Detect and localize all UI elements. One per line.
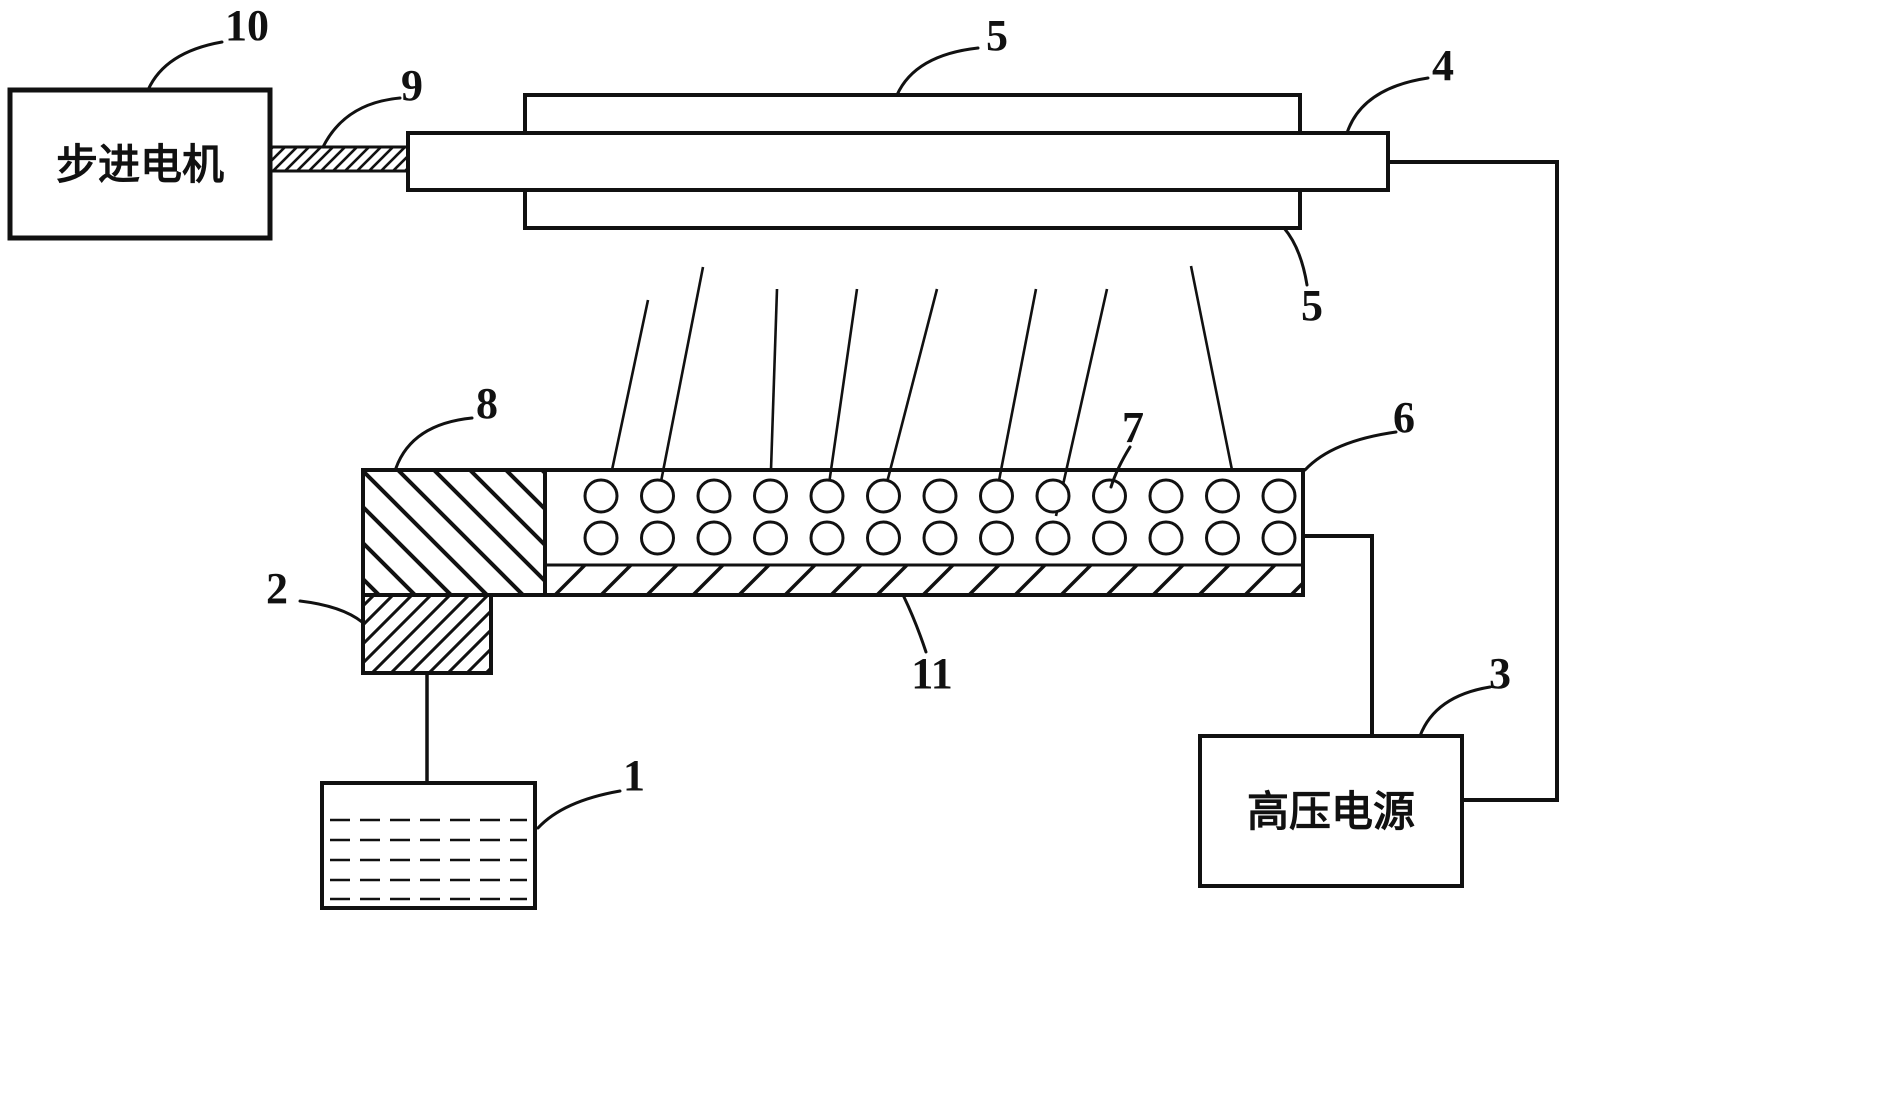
nozzle-hole <box>866 478 901 514</box>
leader-5-top <box>895 46 980 97</box>
ref-label-9: 9 <box>401 61 423 110</box>
ref-label-11: 11 <box>911 649 953 698</box>
electrode-strip <box>543 563 1305 597</box>
leader-7 <box>1109 445 1132 489</box>
nozzle-hole <box>979 478 1014 514</box>
stepper-motor-box <box>7 87 273 241</box>
nozzle-hole <box>1148 478 1184 514</box>
ref-label-1: 1 <box>623 751 645 800</box>
nozzle-hole <box>809 520 845 556</box>
motor-shaft <box>268 145 412 173</box>
hv-power-label: 高压电源 <box>1247 787 1415 836</box>
leader-5-side <box>1282 226 1309 287</box>
nozzle-hole <box>1035 478 1071 514</box>
stepper-motor-label: 步进电机 <box>56 140 224 189</box>
nozzle-hole <box>753 478 788 514</box>
nozzle-hole <box>583 478 619 514</box>
nozzle-hole <box>1205 520 1240 556</box>
ref-label-5-top: 5 <box>986 11 1008 60</box>
nozzle-hole <box>1092 520 1127 556</box>
nozzle-hole <box>753 520 788 556</box>
nozzle-hole <box>866 520 901 556</box>
nozzle-hole <box>1148 520 1184 556</box>
fiber-jet <box>995 288 1038 492</box>
roller-core <box>406 131 1390 192</box>
fiber-jet <box>610 299 650 471</box>
leader-lines <box>146 40 1492 830</box>
solution-liquid-lines <box>330 818 527 901</box>
nozzle-hole <box>922 520 958 556</box>
fiber-jet <box>882 288 939 495</box>
nozzle-hole <box>1205 478 1240 514</box>
nozzle-hole <box>922 478 958 514</box>
insulator-block <box>361 468 547 597</box>
ref-label-3: 3 <box>1489 649 1511 698</box>
nozzle-hole <box>809 478 845 514</box>
nozzle-hole <box>1261 520 1297 556</box>
nozzle-hole <box>1261 478 1297 514</box>
ref-label-7: 7 <box>1122 403 1144 452</box>
wire-block-to-power <box>1303 534 1374 738</box>
ref-label-5-side: 5 <box>1301 281 1323 330</box>
fiber-jet-lines <box>610 265 1234 517</box>
leader-10 <box>146 40 224 92</box>
nozzle-hole <box>640 520 675 556</box>
nozzle-hole <box>1092 478 1127 514</box>
ref-label-6: 6 <box>1393 393 1415 442</box>
nozzle-hole <box>640 478 675 514</box>
feed-block <box>361 593 493 675</box>
fiber-jet <box>1189 265 1234 471</box>
leader-9 <box>321 96 402 149</box>
ref-label-4: 4 <box>1432 41 1454 90</box>
leader-2 <box>298 599 364 624</box>
nozzle-holes <box>583 478 1297 556</box>
leader-11 <box>902 595 928 654</box>
fiber-jet <box>825 288 859 499</box>
nozzle-hole <box>696 520 732 556</box>
ref-label-10: 10 <box>225 1 269 50</box>
hv-power-box <box>1198 734 1464 888</box>
leader-1 <box>536 789 622 830</box>
fiber-jet <box>769 288 779 471</box>
solution-container <box>320 781 537 910</box>
leader-4 <box>1345 76 1430 135</box>
wire-roller-to-power <box>1388 160 1559 802</box>
nozzle-hole <box>979 520 1014 556</box>
leader-3 <box>1418 685 1492 738</box>
fiber-jet <box>1054 288 1109 517</box>
fiber-jet <box>656 266 705 498</box>
leader-8 <box>394 416 474 470</box>
nozzle-hole <box>583 520 619 556</box>
ref-label-8: 8 <box>476 379 498 428</box>
nozzle-hole <box>696 478 732 514</box>
nozzle-hole <box>1035 520 1071 556</box>
ref-label-2: 2 <box>266 564 288 613</box>
leader-6 <box>1303 430 1398 472</box>
